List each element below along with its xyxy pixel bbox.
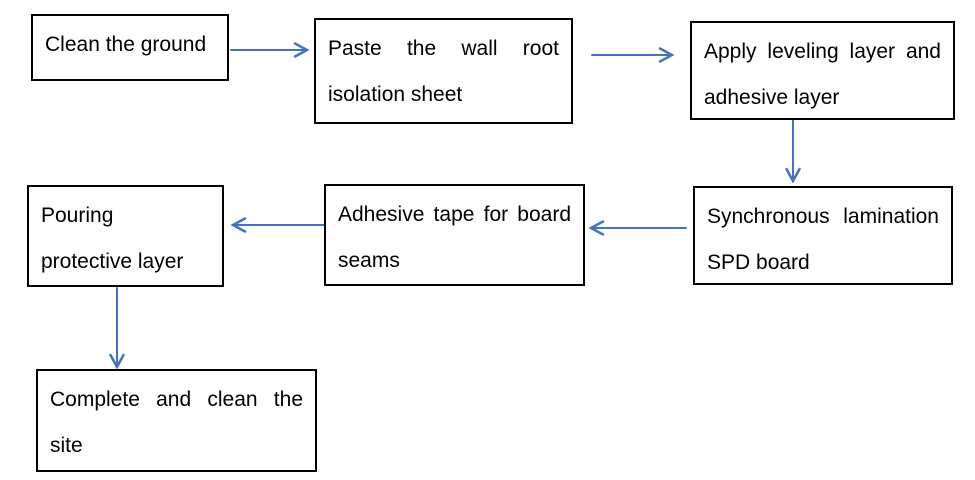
step-label: Pouring — [41, 204, 114, 227]
arrow-tape-to-pouring — [230, 217, 325, 233]
flow-step-adhesive-tape-seams: Adhesive tape for board seams — [324, 184, 585, 286]
step-label: Complete and clean the — [50, 388, 303, 411]
step-label: SPD board — [707, 251, 810, 274]
arrow-lamination-to-tape — [588, 220, 687, 236]
step-label: Apply leveling layer and — [704, 40, 941, 63]
step-label: adhesive layer — [704, 86, 840, 109]
step-label: Synchronous lamination — [707, 205, 939, 228]
step-label: site — [50, 434, 83, 457]
flow-step-paste-isolation-sheet: Paste the wall root isolation sheet — [314, 18, 573, 124]
arrow-pouring-to-complete — [109, 287, 125, 370]
arrow-paste-to-apply — [591, 47, 675, 63]
step-label: Clean the ground — [45, 33, 207, 56]
step-label: Paste the wall root — [328, 37, 559, 60]
flow-step-apply-leveling-adhesive: Apply leveling layer and adhesive layer — [690, 21, 955, 120]
step-label: protective layer — [41, 250, 184, 273]
arrow-clean-to-paste — [230, 42, 310, 58]
flow-step-clean-ground: Clean the ground — [31, 14, 229, 81]
arrow-apply-to-lamination — [785, 119, 801, 184]
step-label: isolation sheet — [328, 83, 463, 106]
flow-step-pouring-protective: Pouring protective layer — [27, 185, 224, 287]
step-label: seams — [338, 249, 400, 272]
step-label: Adhesive tape for board — [338, 203, 571, 226]
flow-step-synchronous-lamination: Synchronous lamination SPD board — [693, 186, 953, 285]
flow-step-complete-clean-site: Complete and clean the site — [36, 369, 317, 472]
